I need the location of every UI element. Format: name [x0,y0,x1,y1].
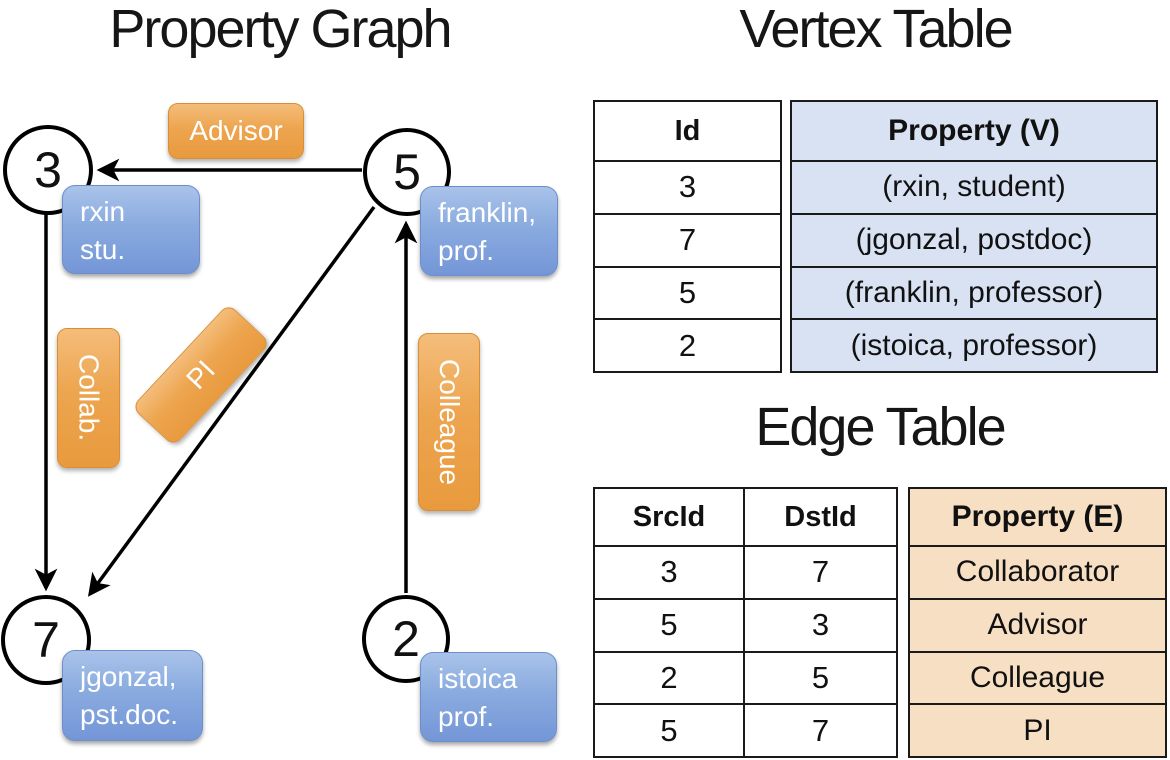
edge-table-property-column: Property (E) Collaborator Advisor Collea… [908,487,1167,758]
table-cell: (franklin, professor) [792,265,1156,319]
graph-edges [34,158,418,597]
table-cell: 5 [595,265,780,319]
table-cell: Advisor [910,597,1165,651]
property-graph-title: Property Graph [109,0,452,59]
vertex-property-line: jgonzal, [80,661,177,692]
table-cell: (istoica, professor) [792,318,1156,371]
edge-table-id-columns: SrcId DstId 3 7 5 3 2 5 5 7 [593,487,898,758]
vertex-id: 3 [34,142,62,198]
vertex-id: 7 [32,612,60,668]
vertex-node-5: 5 [363,128,451,216]
vertex-property-box-7: jgonzal, pst.doc. [62,650,203,741]
vertex-property-box-2: istoica prof. [420,652,557,742]
vertex-table-id-header: Id [674,114,701,147]
table-cell: PI [910,703,1165,756]
vertex-table-property-column: Property (V) (rxin, student) (jgonzal, p… [790,100,1158,373]
table-cell: 7 [743,547,896,598]
table-cell: 3 [660,554,678,590]
vertex-table-id-column: Id 3 7 5 2 [593,100,782,373]
vertex-id: 2 [392,611,420,667]
edge-pi-5-to-7 [87,205,376,597]
table-cell: 5 [743,652,896,704]
vertex-property-line: rxin [80,196,126,227]
vertex-property-line: stu. [80,234,126,265]
vertex-property-box-3: rxin stu. [62,185,200,274]
vertex-property-line: prof. [438,235,495,266]
vertex-table-title: Vertex Table [739,0,1013,59]
edge-label-colleague: Colleague [418,333,480,511]
table-cell: Colleague [910,650,1165,704]
table-cell: (jgonzal, postdoc) [792,212,1156,266]
table-cell: 7 [743,705,896,756]
edge-label-advisor: Advisor [168,103,304,159]
vertex-property-box-5: franklin, prof. [420,186,558,276]
vertex-id: 5 [393,144,421,200]
vertex-node-2: 2 [362,595,450,683]
vertex-property-line: istoica [438,663,518,694]
table-cell: Collaborator [910,545,1165,598]
table-cell: 7 [595,212,780,266]
table-cell: 5 [660,712,678,748]
table-cell: 5 [660,607,678,643]
edge-table-dst-header: DstId [743,489,896,545]
vertex-property-line: franklin, [438,197,537,228]
vertex-property-line: pst.doc. [80,699,179,730]
table-cell: 3 [595,160,780,213]
edge-table-src-header: SrcId [632,500,706,533]
edge-table-title: Edge Table [755,397,1006,457]
edge-table-property-header: Property (E) [951,500,1124,533]
table-cell: 3 [743,599,896,651]
table-cell: (rxin, student) [792,160,1156,213]
table-cell: 2 [595,318,780,371]
vertex-table-property-header: Property (V) [888,114,1060,147]
edge-label-collab: Collab. [57,328,120,468]
vertex-property-line: prof. [438,701,495,732]
table-cell: 2 [660,659,678,695]
